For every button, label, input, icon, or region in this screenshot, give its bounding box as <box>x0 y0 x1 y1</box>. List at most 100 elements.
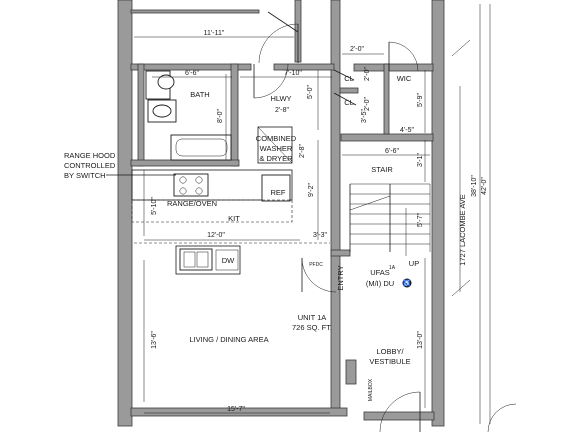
refrigerator-label: REF <box>271 188 286 197</box>
dim-4-5: 4'-5" <box>400 127 414 134</box>
toilet-bowl <box>157 74 175 90</box>
range <box>173 173 209 197</box>
lobby-label-2: VESTIBULE <box>369 357 410 366</box>
bath-south-wall <box>130 159 240 167</box>
stair-west-wall <box>330 0 341 413</box>
dim-11-11: 11'-11" <box>204 30 225 37</box>
dim-38-10: 38'-10" <box>471 175 478 197</box>
stair-up-label: UP <box>409 259 419 268</box>
washer-dryer-label-2: WASHER <box>260 144 293 153</box>
sink-bowl-left <box>183 251 196 268</box>
door-tag: PFDC <box>309 262 323 268</box>
kitchen-fixtures <box>131 169 293 275</box>
dim-2-0-cl2: 2'-0" <box>364 97 371 111</box>
dim-5-0: 5'-0" <box>307 85 314 99</box>
kitchen-island <box>175 245 241 275</box>
bath-west-wall <box>137 63 145 167</box>
kitchen-sink <box>179 248 213 271</box>
ufas-tag: 1A <box>389 265 396 271</box>
refrigerator <box>261 174 291 202</box>
lobby-label-1: LOBBY/ <box>376 347 404 356</box>
wic-north-wall <box>353 63 434 72</box>
burner-2 <box>195 176 203 184</box>
walls <box>117 0 445 427</box>
ufas-label-2: (M/I) DU <box>366 279 394 288</box>
dim-5-7: 5'-7" <box>417 213 424 227</box>
range-hood-callout: RANGE HOOD CONTROLLED BY SWITCH <box>64 151 116 180</box>
ufas-label-1: UFAS <box>370 268 390 277</box>
dimension-lines <box>134 4 491 424</box>
room-labels: BATH HLWY COMBINED WASHER & DRYER CL CL … <box>167 74 419 401</box>
dishwasher <box>215 249 239 271</box>
dim-2-8-a: 2'-8" <box>275 107 289 114</box>
west-exterior-wall <box>117 0 133 427</box>
mailbox-label: MAILBOX <box>368 378 374 401</box>
wic-label: WIC <box>397 74 412 83</box>
dim-42-0: 42'-0" <box>481 177 488 195</box>
unit-area: 726 SQ. FT. <box>292 323 332 332</box>
dim-3-1: 3'-1" <box>417 153 424 167</box>
bath-label: BATH <box>190 90 209 99</box>
dim-9-2: 9'-2" <box>308 183 315 197</box>
washer-dryer-label-1: COMBINED <box>256 134 297 143</box>
top-partition-wall <box>130 9 260 14</box>
dim-13-0: 13'-0" <box>417 331 424 349</box>
callout-line-3: BY SWITCH <box>64 171 106 180</box>
dim-2-0-top: 2'-0" <box>350 46 364 53</box>
bath-east-wall <box>230 63 239 167</box>
dim-5-10: 5'-10" <box>151 197 158 215</box>
dim-2-0-cl1: 2'-0" <box>364 67 371 81</box>
closet-label-1: CL <box>344 74 354 83</box>
washer-dryer-box <box>257 126 293 164</box>
closet-label-2: CL <box>344 98 354 107</box>
dim-13-6: 13'-6" <box>151 331 158 349</box>
mailbox-pier <box>345 359 357 385</box>
dim-15-7: 15'-7" <box>227 406 245 413</box>
range-oven-label: RANGE/OVEN <box>167 199 217 208</box>
closet-divider-wall <box>339 87 359 94</box>
sink-basin <box>152 104 172 118</box>
doors <box>253 11 517 432</box>
stair-label: STAIR <box>371 165 393 174</box>
stair-treads <box>349 183 431 256</box>
entry-label: ENTRY <box>336 265 345 290</box>
east-exterior-wall <box>431 0 445 427</box>
hallway-label: HLWY <box>270 94 291 103</box>
washer-dryer-diagonal <box>257 126 293 164</box>
dim-8-0: 8'-0" <box>217 109 224 123</box>
unit-name: UNIT 1A <box>298 313 327 322</box>
bathtub-interior <box>175 138 228 157</box>
callout-line-2: CONTROLLED <box>64 161 116 170</box>
bath-fixtures <box>145 70 232 161</box>
dishwasher-label: DW <box>222 256 235 265</box>
dim-6-6-stair: 6'-6" <box>385 148 399 155</box>
upper-cabinets <box>131 199 293 223</box>
dim-3-3: 3'-3" <box>313 232 327 239</box>
burner-1 <box>179 176 187 184</box>
dim-12-0: 12'-0" <box>207 232 225 239</box>
dim-7-10: 7'-10" <box>284 70 302 77</box>
kitchen-label: KIT <box>228 214 240 223</box>
living-dining-label: LIVING / DINING AREA <box>189 335 268 344</box>
bath-north-wall <box>130 63 252 71</box>
dim-6-6-bath: 6'-6" <box>185 70 199 77</box>
wheelchair-icon <box>402 278 412 288</box>
street-label: 1727 LACOMBE AVE <box>458 194 467 266</box>
entry-stub-wall <box>330 249 351 257</box>
dim-2-8-b: 2'-8" <box>299 144 306 158</box>
sink-bowl-right <box>196 251 209 268</box>
dim-3-5: 3'-5" <box>361 109 368 123</box>
burner-4 <box>195 187 203 195</box>
svg-text:♿: ♿ <box>403 279 411 287</box>
dimension-labels: 11'-11" 2'-0" 6'-6" 7'-10" 2'-0" 2'-0" 5… <box>151 30 488 413</box>
hallway-north-wall <box>273 63 335 71</box>
dim-5-9: 5'-9" <box>417 93 424 107</box>
stair-north-wall <box>340 133 434 142</box>
lobby-south-wall <box>363 411 435 421</box>
wic-west-wall <box>383 63 390 135</box>
washer-dryer-label-3: & DRYER <box>259 154 293 163</box>
callout-line-1: RANGE HOOD <box>64 151 116 160</box>
south-wall <box>130 407 348 417</box>
burner-3 <box>179 187 187 195</box>
